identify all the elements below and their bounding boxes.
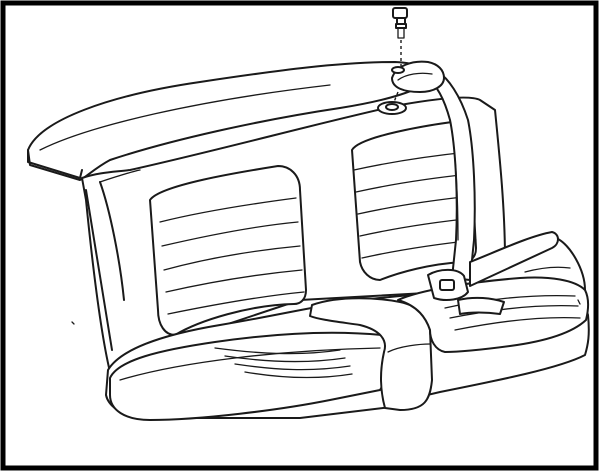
mounting-hole bbox=[377, 91, 407, 115]
center-seat-cushion bbox=[309, 297, 433, 411]
left-backrest-cushion bbox=[149, 165, 307, 336]
anchor-washer bbox=[391, 66, 405, 74]
belt-retractor bbox=[391, 60, 445, 93]
parcel-shelf bbox=[27, 61, 431, 181]
belt-buckle bbox=[427, 268, 505, 315]
anchor-bolt bbox=[392, 7, 408, 66]
